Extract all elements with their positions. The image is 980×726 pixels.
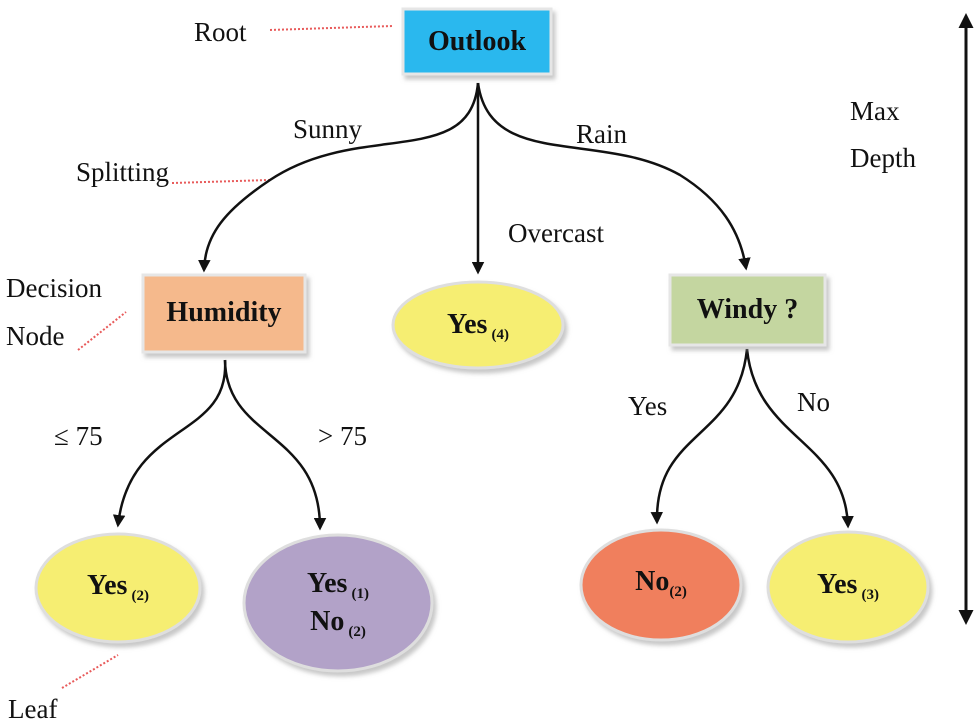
humidity-low-leaf-text: Yes(2) — [36, 570, 200, 612]
edge-rain — [476, 82, 751, 271]
overcast-leaf-text: Yes(4) — [393, 309, 563, 351]
edge-label-sunny: Sunny — [293, 114, 363, 144]
decision-node-connector — [77, 311, 127, 351]
edge-label-yes: Yes — [628, 391, 668, 421]
windy-yes-leaf-label: No — [635, 566, 670, 597]
windy-no-leaf[interactable] — [766, 530, 930, 644]
splitting-annotation: Splitting — [76, 157, 170, 187]
edge-windy-yes — [650, 348, 749, 525]
humidity-high-leaf-line2: No — [310, 606, 345, 637]
windy-node[interactable] — [668, 273, 827, 347]
edge-label-no: No — [797, 387, 830, 417]
root-connector — [269, 25, 393, 31]
outlook-node[interactable] — [401, 7, 553, 76]
humidity-high-leaf-count1: (1) — [351, 586, 369, 602]
edge-label-le75: ≤ 75 — [54, 421, 103, 451]
overcast-leaf-count: (4) — [491, 327, 509, 343]
edge-label-gt75: > 75 — [318, 421, 367, 451]
outlook-label: Outlook — [427, 26, 527, 57]
windy-no-leaf-count: (3) — [861, 587, 879, 603]
humidity-high-leaf-line1: Yes — [307, 568, 348, 599]
leaf-annotation: Leaf — [8, 694, 58, 724]
edge-gt75 — [223, 359, 327, 531]
humidity-high-leaf-count2: (2) — [348, 624, 366, 640]
humidity-low-leaf-label: Yes — [87, 570, 128, 601]
edge-label-rain: Rain — [576, 119, 627, 149]
windy-label: Windy ? — [696, 294, 799, 325]
overcast-leaf-label: Yes — [447, 309, 488, 340]
humidity-low-leaf[interactable] — [34, 532, 202, 644]
humidity-label: Humidity — [166, 297, 282, 328]
edge-windy-no — [745, 348, 854, 529]
splitting-connector — [171, 179, 271, 184]
root-annotation: Root — [194, 17, 247, 47]
edge-label-overcast: Overcast — [508, 218, 604, 248]
windy-yes-leaf-count: (2) — [669, 584, 687, 600]
max-depth-annotation-line2: Depth — [850, 143, 916, 173]
leaf-connector — [61, 654, 119, 689]
humidity-high-leaf-text: Yes(1) No(2) — [244, 568, 432, 640]
overcast-leaf[interactable] — [391, 280, 565, 370]
edge-sunny — [198, 82, 480, 273]
decision-node-annotation-line1: Decision — [6, 273, 102, 303]
windy-yes-leaf[interactable] — [579, 528, 743, 642]
windy-no-leaf-label: Yes — [817, 569, 858, 600]
windy-no-leaf-text: Yes(3) — [768, 569, 928, 611]
max-depth-annotation-line1: Max — [850, 96, 900, 126]
decision-node-annotation-line2: Node — [6, 321, 65, 351]
windy-yes-leaf-text: No(2) — [581, 566, 741, 608]
edge-le75 — [112, 359, 227, 528]
humidity-low-leaf-count: (2) — [131, 588, 149, 604]
humidity-node[interactable] — [141, 273, 307, 354]
humidity-high-leaf[interactable] — [242, 533, 434, 673]
